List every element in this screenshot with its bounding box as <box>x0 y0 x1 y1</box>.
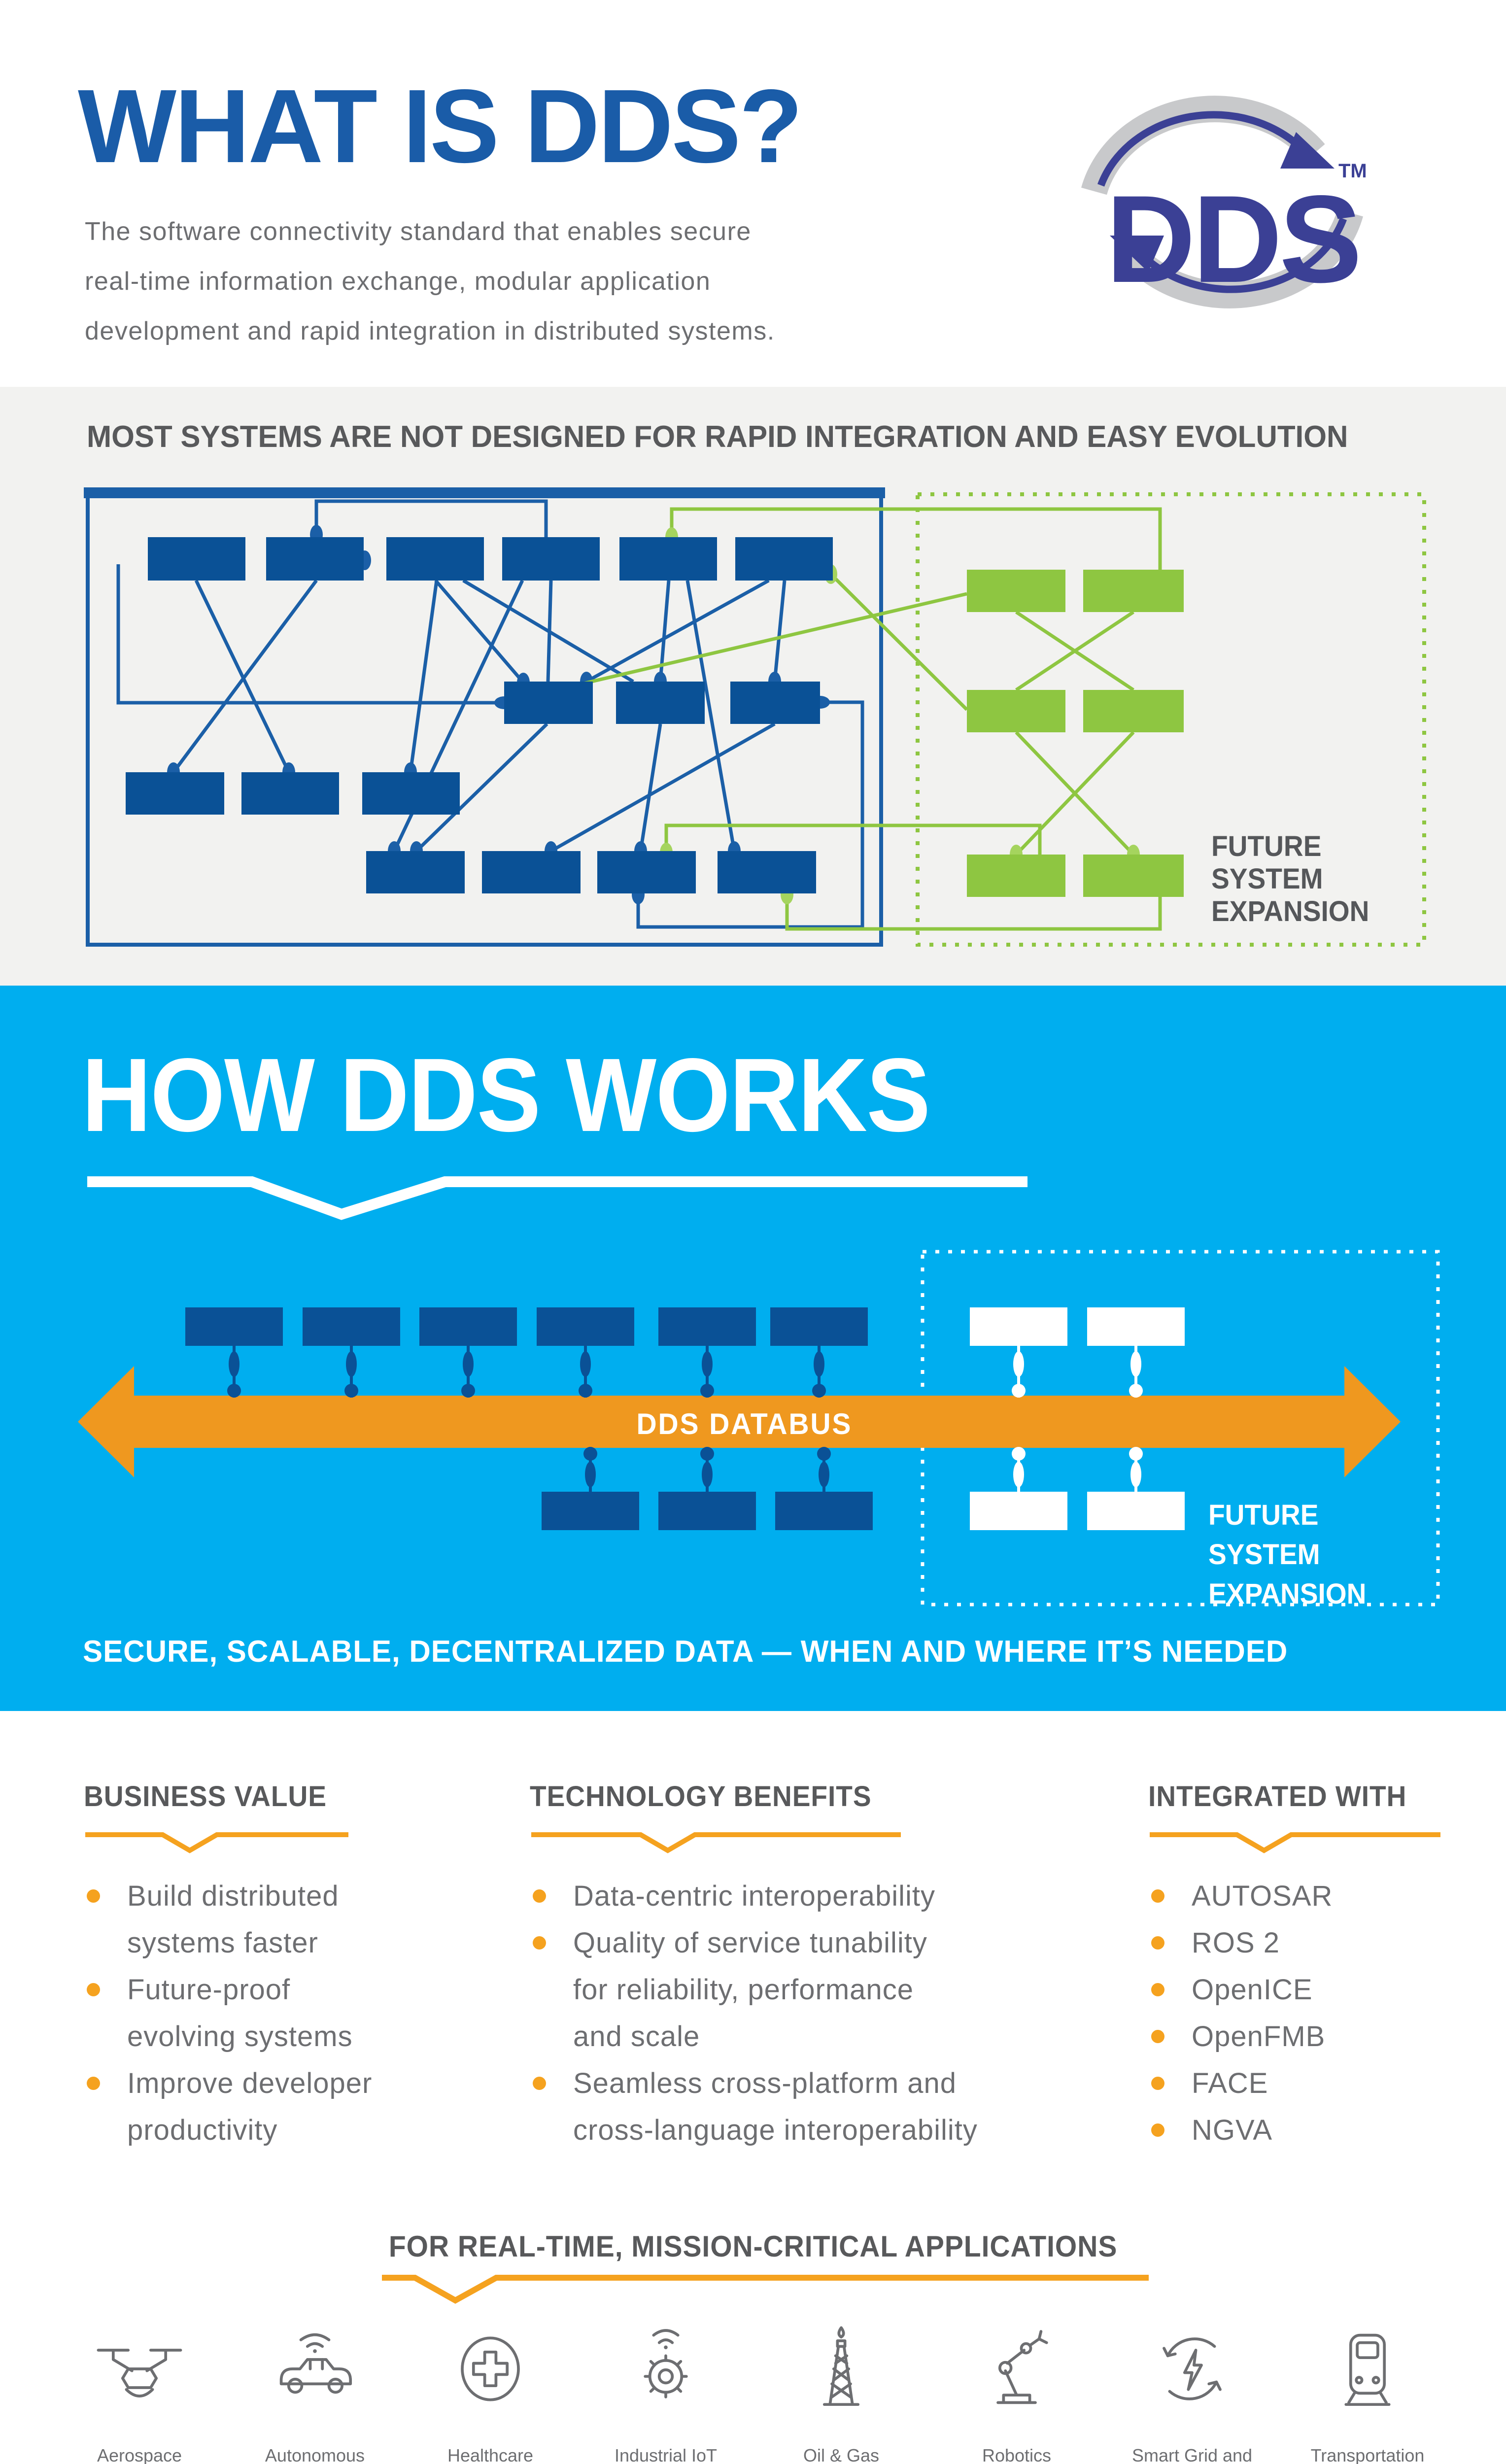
future-expansion-frame <box>921 1250 1440 1607</box>
technology-benefits-column: TECHNOLOGY BENEFITS Data-centric interop… <box>530 1780 993 2146</box>
app-transportation: Transportation <box>1280 2322 1455 2464</box>
app-label: AutonomousVehicles <box>265 2445 365 2464</box>
app-robotics: Robotics <box>929 2322 1104 2464</box>
subtitle-line: The software connectivity standard that … <box>85 217 752 246</box>
page-subtitle: The software connectivity standard that … <box>85 207 775 356</box>
integrated-with-column: INTEGRATED WITH AUTOSAR ROS 2 OpenICE Op… <box>1148 1780 1473 2146</box>
autonomous-car-icon <box>279 2333 352 2394</box>
bullet-icon <box>87 1983 100 1996</box>
healthcare-icon <box>461 2336 520 2401</box>
drone-icon <box>97 2349 182 2397</box>
logo-arrow-icon <box>1280 132 1335 169</box>
databus-diagram <box>78 1250 1440 1607</box>
dds-logo: DDS TM <box>1081 96 1367 308</box>
bullet-icon <box>533 1936 546 1950</box>
subtitle-line: real-time information exchange, modular … <box>85 267 711 296</box>
how-dds-works-section: HOW DDS WORKS DDS DATABUS FUTURE SYSTEM … <box>0 986 1506 1711</box>
future-expansion-frame <box>916 492 1426 947</box>
logo-arrow-icon <box>1110 236 1164 272</box>
column-header: TECHNOLOGY BENEFITS <box>530 1780 872 1813</box>
list-item: FACE <box>1148 2060 1473 2107</box>
header-underline <box>85 1832 348 1853</box>
bullet-icon <box>1151 1936 1164 1950</box>
bullet-icon <box>87 2077 100 2090</box>
app-label: Robotics <box>982 2445 1052 2464</box>
app-aerospace-defense: Aerospace& Defense <box>52 2322 227 2464</box>
hero-section: WHAT IS DDS? The software connectivity s… <box>0 0 1506 387</box>
smart-grid-icon <box>1163 2337 1222 2400</box>
databus-stems-blue <box>227 1346 831 1492</box>
page-title: WHAT IS DDS? <box>78 68 803 184</box>
applications-underline <box>382 2275 1149 2304</box>
robot-arm-icon <box>996 2330 1048 2404</box>
legacy-future-label: FUTURE SYSTEM EXPANSION <box>1211 830 1369 927</box>
bullet-icon <box>1151 2123 1164 2137</box>
app-oil-gas: Oil & Gas <box>753 2322 929 2464</box>
list-item: OpenFMB <box>1148 2013 1473 2060</box>
applications-row: Aerospace& Defense AutonomousVehicles He… <box>52 2322 1456 2464</box>
bullet-icon <box>1151 1889 1164 1903</box>
bullet-icon <box>1151 2030 1164 2043</box>
app-autonomous-vehicles: AutonomousVehicles <box>227 2322 403 2464</box>
list-item: ROS 2 <box>1148 1919 1473 1966</box>
subtitle-line: development and rapid integration in dis… <box>85 317 775 345</box>
oil-gas-icon <box>822 2326 860 2406</box>
list-item: NGVA <box>1148 2107 1473 2154</box>
header-underline <box>531 1832 901 1853</box>
app-label: Smart Grid andRenewable Energy <box>1131 2445 1253 2464</box>
legacy-heading: MOST SYSTEMS ARE NOT DESIGNED FOR RAPID … <box>87 420 1348 454</box>
databus-arrow <box>78 1366 1401 1477</box>
bullet-icon <box>1151 2077 1164 2090</box>
logo-text: DDS <box>1106 170 1359 308</box>
list-item: AUTOSAR <box>1148 1873 1473 1919</box>
applications-heading: FOR REAL-TIME, MISSION-CRITICAL APPLICAT… <box>388 2230 1118 2263</box>
app-label: Oil & Gas <box>803 2445 880 2464</box>
databus-stems-white <box>1012 1346 1143 1492</box>
list-item: OpenICE <box>1148 1966 1473 2013</box>
logo-tm: TM <box>1338 160 1367 182</box>
list-item: Data-centric interoperability <box>530 1873 993 1919</box>
legacy-section: MOST SYSTEMS ARE NOT DESIGNED FOR RAPID … <box>0 387 1506 986</box>
applications-section: FOR REAL-TIME, MISSION-CRITICAL APPLICAT… <box>0 2193 1506 2464</box>
bullet-icon <box>87 1889 100 1903</box>
section-caption: SECURE, SCALABLE, DECENTRALIZED DATA — W… <box>83 1635 1288 1669</box>
title-underline <box>87 1176 1027 1220</box>
bullet-icon <box>1151 1983 1164 1996</box>
bullet-icon <box>533 1889 546 1903</box>
header-underline <box>1150 1832 1440 1853</box>
industrial-iot-icon <box>644 2329 688 2398</box>
app-smart-grid: Smart Grid andRenewable Energy <box>1104 2322 1280 2464</box>
app-industrial-iot: Industrial IoT <box>578 2322 753 2464</box>
app-healthcare: Healthcare <box>403 2322 578 2464</box>
legacy-system-boxes <box>126 537 833 893</box>
legacy-connections-green <box>534 507 1162 931</box>
future-expansion-boxes <box>967 570 1184 897</box>
app-label: Healthcare <box>447 2445 534 2464</box>
app-label: Industrial IoT <box>614 2445 718 2464</box>
app-label: Transportation <box>1310 2445 1425 2464</box>
legacy-connections-blue <box>116 499 864 929</box>
legacy-network-diagram <box>84 487 1426 947</box>
databus-app-boxes-white <box>970 1307 1185 1530</box>
train-icon <box>1344 2333 1391 2406</box>
databus-label: DDS DATABUS <box>636 1407 852 1440</box>
app-label: Aerospace& Defense <box>97 2445 182 2464</box>
section-title: HOW DDS WORKS <box>82 1036 930 1153</box>
column-header: INTEGRATED WITH <box>1148 1780 1407 1813</box>
future-expansion-label: FUTURE SYSTEM EXPANSION <box>1208 1499 1367 1610</box>
databus-app-boxes-blue <box>185 1307 873 1530</box>
bullet-icon <box>533 2077 546 2090</box>
column-header: BUSINESS VALUE <box>84 1780 327 1813</box>
